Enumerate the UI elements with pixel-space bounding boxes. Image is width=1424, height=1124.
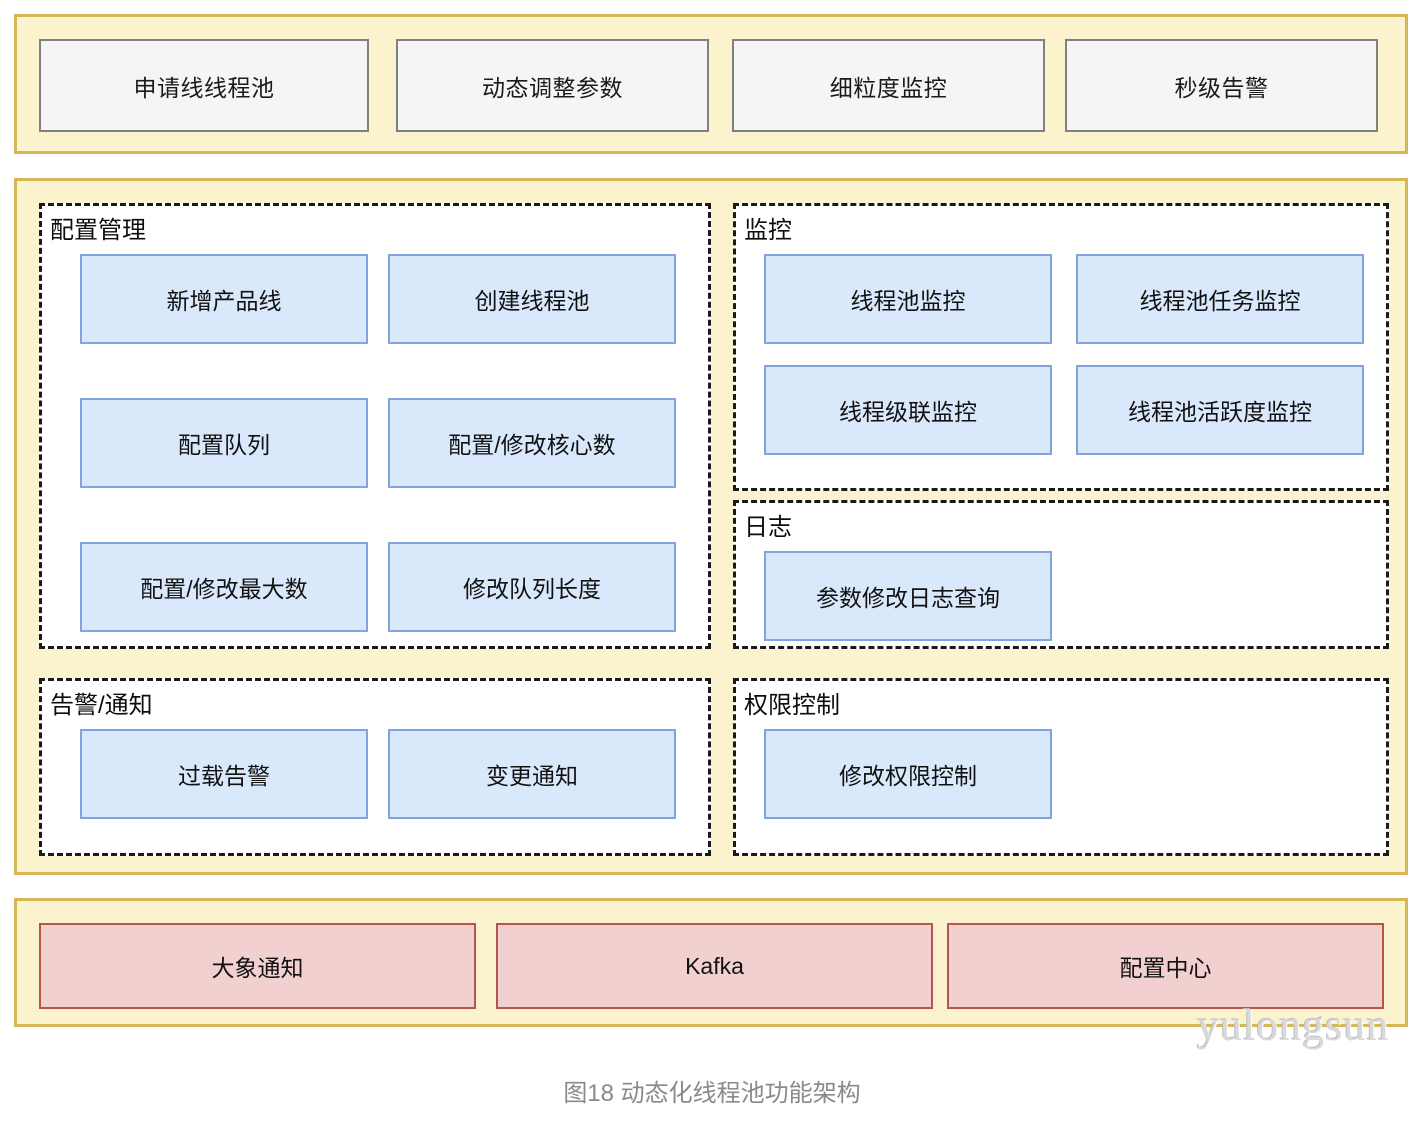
group-title-monitoring: 监控 <box>744 217 792 244</box>
functional-groups-band: 配置管理 新增产品线 创建线程池 配置队列 配置/修改核心数 配置/修改最大数 … <box>14 178 1408 875</box>
feature-label: 修改权限控制 <box>839 763 977 789</box>
feature-box-create-thread-pool[interactable]: 创建线程池 <box>388 254 676 344</box>
group-alarm-notification: 告警/通知 过载告警 变更通知 <box>39 678 711 856</box>
infrastructure-label: Kafka <box>685 952 744 979</box>
group-config-management: 配置管理 新增产品线 创建线程池 配置队列 配置/修改核心数 配置/修改最大数 … <box>39 203 711 649</box>
feature-box-thread-pool-monitoring[interactable]: 线程池监控 <box>764 254 1052 344</box>
infrastructure-band: 大象通知 Kafka 配置中心 <box>14 898 1408 1027</box>
feature-box-change-notification[interactable]: 变更通知 <box>388 729 676 819</box>
feature-box-config-modify-max-size[interactable]: 配置/修改最大数 <box>80 542 368 632</box>
feature-label: 线程池监控 <box>850 288 966 314</box>
infrastructure-label: 大象通知 <box>211 955 304 981</box>
feature-box-param-change-log-query[interactable]: 参数修改日志查询 <box>764 551 1052 641</box>
infrastructure-label: 配置中心 <box>1119 955 1212 981</box>
group-permission-control: 权限控制 修改权限控制 <box>733 678 1389 856</box>
feature-box-modify-queue-length[interactable]: 修改队列长度 <box>388 542 676 632</box>
capability-label: 秒级告警 <box>1174 74 1269 101</box>
capability-label: 申请线线程池 <box>133 74 275 101</box>
feature-box-thread-pool-activity-monitoring[interactable]: 线程池活跃度监控 <box>1076 365 1364 455</box>
capability-box-second-level-alarm[interactable]: 秒级告警 <box>1065 39 1378 132</box>
feature-label: 线程池活跃度监控 <box>1128 399 1312 425</box>
feature-box-config-queue[interactable]: 配置队列 <box>80 398 368 488</box>
feature-label: 新增产品线 <box>166 288 282 314</box>
capability-box-fine-grained-monitoring[interactable]: 细粒度监控 <box>732 39 1045 132</box>
feature-label: 参数修改日志查询 <box>816 585 1000 611</box>
feature-box-modify-permission-control[interactable]: 修改权限控制 <box>764 729 1052 819</box>
capability-box-apply-thread-pool[interactable]: 申请线线程池 <box>39 39 369 132</box>
group-logging: 日志 参数修改日志查询 <box>733 500 1389 649</box>
feature-label: 线程池任务监控 <box>1139 288 1301 314</box>
feature-box-config-modify-core-size[interactable]: 配置/修改核心数 <box>388 398 676 488</box>
infrastructure-box-elephant-notification[interactable]: 大象通知 <box>39 923 476 1009</box>
feature-label: 创建线程池 <box>474 288 590 314</box>
feature-box-overload-alarm[interactable]: 过载告警 <box>80 729 368 819</box>
group-title-config-management: 配置管理 <box>50 217 146 244</box>
group-title-logging: 日志 <box>744 514 792 541</box>
capability-box-dynamic-adjust-params[interactable]: 动态调整参数 <box>396 39 709 132</box>
capability-label: 动态调整参数 <box>482 74 623 101</box>
infrastructure-box-kafka[interactable]: Kafka <box>496 923 933 1009</box>
feature-label: 过载告警 <box>178 763 270 789</box>
feature-box-thread-pool-task-monitoring[interactable]: 线程池任务监控 <box>1076 254 1364 344</box>
capability-label: 细粒度监控 <box>829 74 948 101</box>
group-monitoring: 监控 线程池监控 线程池任务监控 线程级联监控 线程池活跃度监控 <box>733 203 1389 491</box>
group-title-permission-control: 权限控制 <box>744 692 840 719</box>
feature-label: 配置/修改核心数 <box>448 432 616 458</box>
group-title-alarm-notification: 告警/通知 <box>50 692 153 719</box>
feature-box-thread-cascade-monitoring[interactable]: 线程级联监控 <box>764 365 1052 455</box>
feature-label: 配置队列 <box>178 432 270 458</box>
feature-label: 变更通知 <box>486 763 578 789</box>
infrastructure-box-config-center[interactable]: 配置中心 <box>947 923 1384 1009</box>
feature-label: 线程级联监控 <box>839 399 977 425</box>
feature-label: 配置/修改最大数 <box>140 576 308 602</box>
capabilities-band: 申请线线程池 动态调整参数 细粒度监控 秒级告警 <box>14 14 1408 154</box>
feature-box-new-product-line[interactable]: 新增产品线 <box>80 254 368 344</box>
feature-label: 修改队列长度 <box>463 576 601 602</box>
figure-caption: 图18 动态化线程池功能架构 <box>563 1080 861 1107</box>
